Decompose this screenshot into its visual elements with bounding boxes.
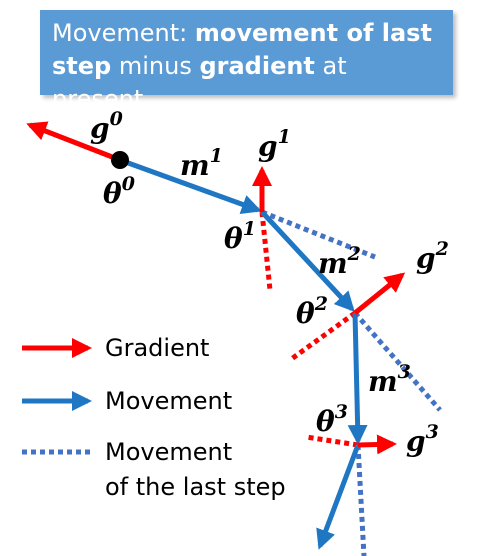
gradient-g0-arrow — [26, 121, 121, 163]
title-banner: Movement: movement of last step minus gr… — [40, 10, 453, 113]
banner-text-3: minus — [111, 52, 200, 80]
legend-last-step-label-2: of the last step — [105, 473, 286, 501]
legend-gradient-label: Gradient — [105, 334, 210, 362]
banner-text-4: gradient — [199, 52, 315, 80]
neg-gradient-3 — [305, 434, 359, 448]
label-m2: m2 — [318, 242, 361, 280]
label-g1: g1 — [258, 125, 291, 163]
label-g3: g3 — [406, 420, 439, 458]
neg-gradient-1 — [259, 211, 273, 291]
label-m1: m1 — [180, 144, 223, 182]
movement-m1-arrow — [119, 157, 262, 214]
label-theta2: θ2 — [296, 292, 328, 330]
last-step-m3-extension — [355, 444, 367, 556]
last-step-m1-extension — [261, 209, 376, 260]
gradient-g3-arrow — [357, 434, 397, 455]
label-g0: g0 — [90, 107, 123, 145]
legend-movement-label: Movement — [105, 387, 233, 415]
neg-gradient-2 — [288, 310, 357, 363]
banner-text-1: Movement: — [52, 19, 195, 47]
last-step-m2-extension — [353, 311, 442, 412]
banner-text-2: movement of last step — [52, 19, 432, 80]
banner-text-5: at present — [52, 52, 347, 113]
movement-m3-arrow — [347, 312, 368, 445]
legend-last-step-label-1: Movement — [105, 438, 233, 466]
movement-m4-arrow — [316, 444, 361, 550]
movement-m2-arrow — [260, 210, 355, 312]
gradient-g2-arrow — [353, 272, 406, 315]
start-point-theta0 — [111, 151, 129, 169]
label-theta3: θ3 — [316, 400, 348, 438]
label-theta1: θ1 — [224, 217, 256, 255]
label-g2: g2 — [416, 237, 449, 275]
label-m3: m3 — [368, 360, 411, 398]
label-theta0: θ0 — [103, 172, 135, 210]
